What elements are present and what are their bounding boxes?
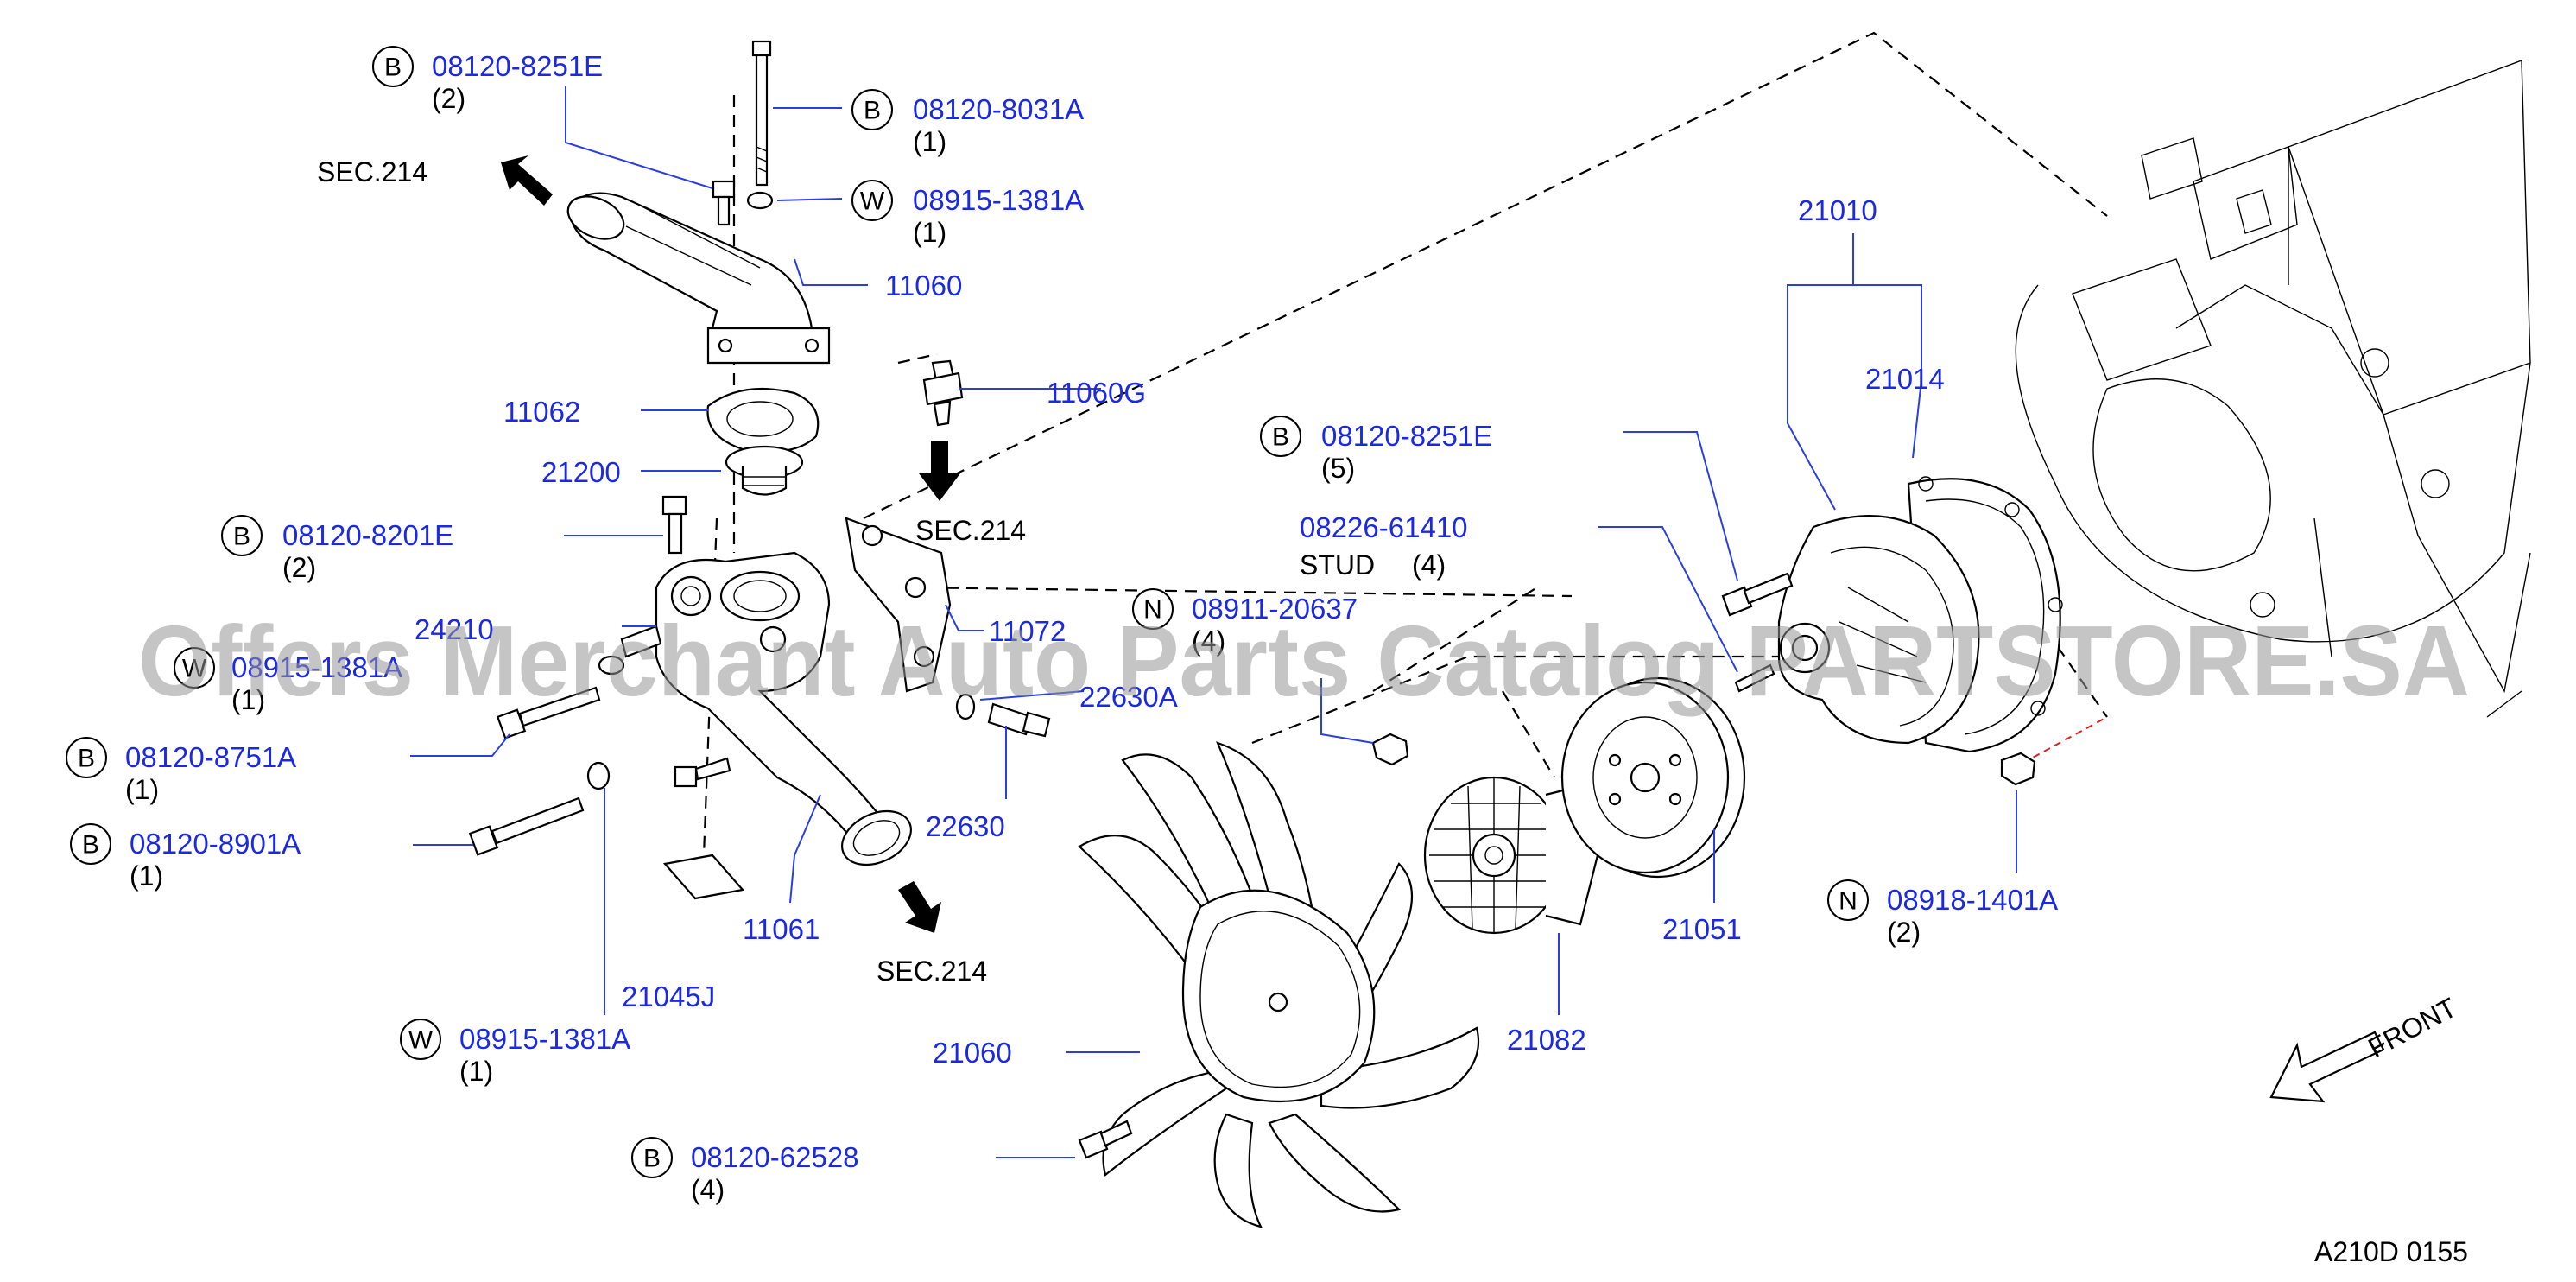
stud-qty: (4): [1412, 549, 1446, 581]
fastener-label[interactable]: B 08120-8251E (2): [372, 46, 603, 114]
fastener-letter-badge: [1260, 416, 1301, 457]
water-outlet-assembly: [501, 40, 964, 501]
fastener-letter-badge: [70, 823, 111, 865]
watermark: Offers Merchant Auto Parts Catalog PARTS…: [138, 605, 2470, 717]
thermostat-housing: [468, 495, 1051, 933]
diagram-code: A210D 0155: [2314, 1236, 2468, 1267]
part-label-11060[interactable]: 11060: [885, 270, 962, 301]
fastener-letter: B: [1272, 423, 1289, 452]
fastener-letter-badge: [851, 89, 893, 130]
fastener-label[interactable]: B 08120-62528 (4): [631, 1137, 859, 1205]
fastener-qty: (1): [459, 1056, 493, 1087]
fastener-letter-badge: [66, 737, 107, 778]
fastener-qty: (4): [691, 1174, 725, 1205]
fastener-letter: B: [643, 1145, 661, 1173]
fastener-part-number: 08120-8901A: [130, 828, 301, 860]
front-arrow: [2269, 1031, 2385, 1103]
fan-coupling: [1423, 776, 1599, 935]
fastener-letter-badge: [1132, 588, 1174, 630]
fastener-label[interactable]: N 08918-1401A (2): [1827, 879, 2058, 948]
part-label-24210[interactable]: 24210: [415, 613, 494, 645]
fastener-part-number: 08915-1381A: [913, 184, 1084, 216]
fastener-letter-badge: [400, 1019, 441, 1060]
part-label-21200[interactable]: 21200: [541, 456, 621, 488]
fastener-qty: (4): [1192, 625, 1225, 657]
fastener-label[interactable]: W 08915-1381A (1): [400, 1019, 630, 1087]
part-label-21045j[interactable]: 21045J: [622, 981, 715, 1012]
fastener-part-number: 08915-1381A: [459, 1023, 630, 1055]
fastener-label[interactable]: W 08915-1381A (1): [174, 647, 402, 715]
fastener-part-number: 08918-1401A: [1887, 884, 2058, 916]
fastener-letter: B: [864, 97, 881, 125]
fastener-qty: (1): [913, 126, 946, 157]
part-label-22630[interactable]: 22630: [926, 810, 1005, 842]
section-ref[interactable]: SEC.214: [877, 955, 987, 987]
fastener-letter: N: [1143, 596, 1162, 625]
part-label-21051[interactable]: 21051: [1662, 913, 1742, 945]
fastener-qty: (1): [125, 774, 159, 805]
fastener-label[interactable]: B 08120-8751A (1): [66, 737, 296, 805]
fastener-part-number: 08915-1381A: [231, 651, 402, 683]
fastener-label[interactable]: B 08120-8031A (1): [851, 89, 1084, 157]
part-label-21082[interactable]: 21082: [1507, 1024, 1586, 1056]
part-label-11061[interactable]: 11061: [743, 913, 820, 945]
fan-pulley: [1371, 663, 1775, 879]
fastener-letter: W: [182, 655, 207, 683]
fastener-qty: (2): [432, 83, 465, 114]
part-label-21060[interactable]: 21060: [933, 1037, 1012, 1069]
fastener-letter-badge: [174, 647, 215, 689]
front-label: FRONT: [2363, 992, 2461, 1064]
fastener-label[interactable]: N 08911-20637 (4): [1132, 588, 1358, 657]
cooling-fan: [1078, 741, 1480, 1228]
fastener-qty: (1): [913, 217, 946, 248]
fastener-letter-badge: [221, 515, 263, 556]
stud-label[interactable]: 08226-61410 STUD (4): [1300, 511, 1468, 581]
section-ref[interactable]: SEC.214: [915, 515, 1026, 546]
engine-block: [2015, 60, 2531, 718]
fastener-letter: B: [82, 831, 99, 860]
fastener-label[interactable]: B 08120-8901A (1): [70, 823, 301, 892]
fastener-letter: N: [1839, 887, 1858, 916]
water-pump: [1721, 476, 2063, 786]
section-ref[interactable]: SEC.214: [317, 156, 427, 187]
fastener-qty: (1): [130, 860, 163, 892]
fastener-label[interactable]: B 08120-8201E (2): [221, 515, 453, 583]
fastener-qty: (2): [1887, 917, 1921, 948]
fastener-part-number: 08120-8251E: [432, 50, 603, 82]
leader-lines: [410, 86, 2017, 1158]
stud-part-number: 08226-61410: [1300, 511, 1468, 543]
fastener-qty: (5): [1321, 453, 1355, 484]
fastener-label[interactable]: B 08120-8251E (5): [1260, 416, 1492, 484]
fastener-part-number: 08911-20637: [1192, 593, 1358, 625]
part-label-11072[interactable]: 11072: [989, 615, 1066, 647]
fastener-letter: W: [860, 187, 885, 216]
fastener-label[interactable]: W 08915-1381A (1): [851, 180, 1084, 248]
stud-text: STUD: [1300, 549, 1375, 581]
fastener-part-number: 08120-8251E: [1321, 420, 1492, 452]
fastener-letter-badge: [631, 1137, 673, 1178]
fastener-part-number: 08120-8751A: [125, 741, 296, 773]
part-label-11062[interactable]: 11062: [503, 396, 580, 428]
fastener-letter: W: [408, 1026, 434, 1055]
part-label-22630a[interactable]: 22630A: [1079, 681, 1178, 713]
fastener-letter-badge: [851, 180, 893, 221]
fastener-qty: (1): [231, 684, 265, 715]
fastener-letter: B: [233, 523, 250, 551]
fastener-letter-badge: [1827, 879, 1869, 921]
fastener-letter: B: [384, 54, 402, 82]
part-label-21010[interactable]: 21010: [1798, 194, 1877, 226]
part-label-11060g[interactable]: 11060G: [1047, 377, 1146, 409]
fastener-part-number: 08120-62528: [691, 1141, 859, 1173]
fastener-part-number: 08120-8201E: [282, 519, 453, 551]
fastener-qty: (2): [282, 552, 316, 583]
fastener-letter-badge: [372, 46, 414, 87]
fastener-part-number: 08120-8031A: [913, 93, 1084, 125]
part-label-21014[interactable]: 21014: [1865, 363, 1945, 395]
fastener-letter: B: [78, 745, 95, 773]
